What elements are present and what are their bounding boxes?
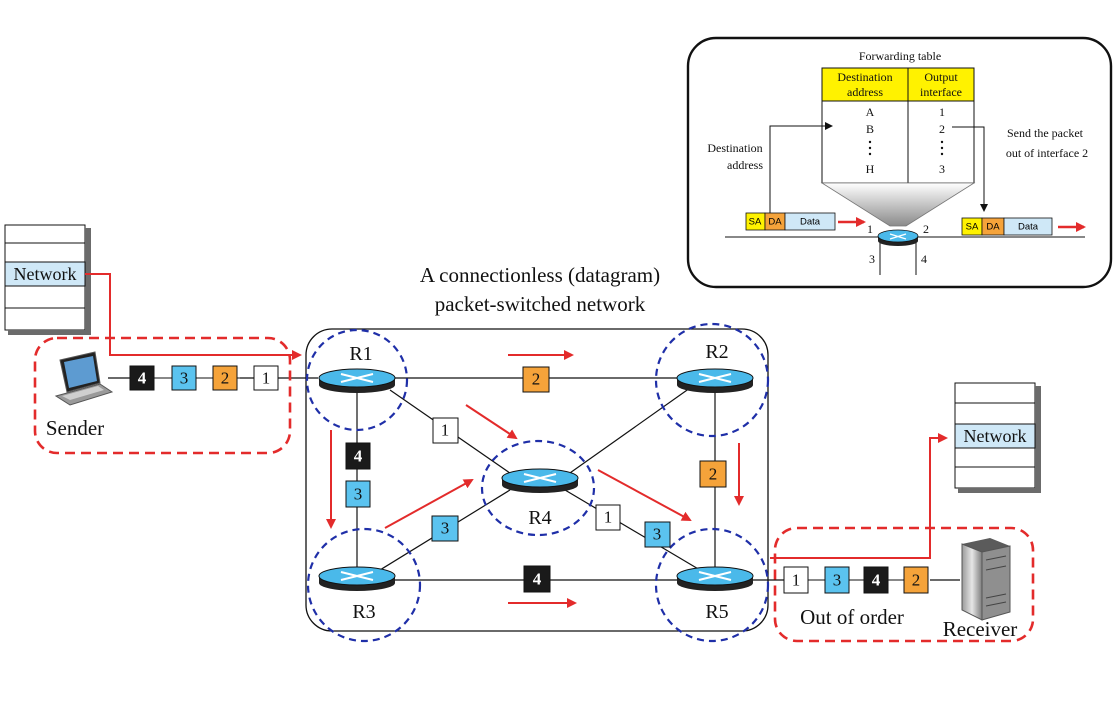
packet-r3-r4: 3	[431, 515, 459, 542]
packet-label: 4	[138, 369, 147, 388]
router-label: R3	[352, 601, 375, 623]
receiver-group: Network Receiver Out of order	[770, 382, 1041, 643]
router-r2[interactable]: R2	[654, 322, 770, 438]
svg-text:4: 4	[354, 447, 363, 466]
router-icon	[877, 229, 919, 246]
sender-network-layer: Network	[14, 264, 77, 284]
svg-text:SA: SA	[966, 222, 979, 233]
router-icon	[698, 373, 732, 383]
router-icon	[698, 571, 732, 581]
outgoing-packet: SA DA Data	[961, 217, 1053, 236]
incoming-packet: SA DA Data	[745, 212, 836, 231]
packet-r4-r5-a: 1	[595, 504, 621, 531]
router-icon	[523, 473, 557, 483]
router-label: R5	[705, 601, 728, 623]
table-row-iface: 2	[939, 122, 945, 136]
table-row-iface: 1	[939, 105, 945, 119]
receiver-label: Receiver	[943, 617, 1018, 641]
sender-group: Network Sender	[4, 224, 302, 455]
svg-text:1: 1	[441, 421, 450, 440]
col-header-dest-line1: Destination	[837, 70, 892, 84]
table-row-dest: B	[866, 122, 874, 136]
router-label: R4	[528, 507, 551, 529]
col-header-iface-line1: Output	[924, 70, 958, 84]
col-header-dest-line2: address	[847, 85, 883, 99]
packet-label: 1	[262, 369, 271, 388]
col-header-iface-line2: interface	[920, 85, 962, 99]
packet-r1-r2: 2	[522, 366, 550, 393]
dest-address-note-line2: address	[727, 158, 763, 172]
svg-text:DA: DA	[986, 222, 1000, 233]
svg-text:2: 2	[532, 370, 541, 389]
direction-arrows	[326, 350, 744, 608]
network-title-line2: packet-switched network	[435, 292, 646, 316]
packet-r3-r5: 4	[523, 565, 551, 593]
out-of-order-label: Out of order	[800, 605, 904, 629]
svg-text:Data: Data	[1018, 222, 1039, 233]
packet-r1-r3-a: 4	[345, 442, 371, 470]
svg-text:3: 3	[833, 571, 842, 590]
svg-text:3: 3	[653, 525, 662, 544]
svg-text:DA: DA	[768, 217, 782, 228]
table-row-iface: 3	[939, 162, 945, 176]
packet-r1-r4: 1	[432, 417, 459, 444]
link-r2-r4	[559, 387, 691, 481]
network-boundary	[305, 328, 769, 632]
forwarding-inset: Forwarding table Destination address Out…	[686, 36, 1113, 289]
router-label: R2	[705, 341, 728, 363]
svg-text:2: 2	[709, 465, 718, 484]
packet-label: 2	[221, 369, 230, 388]
vertical-ellipsis-icon	[868, 140, 944, 156]
svg-text:4: 4	[872, 571, 881, 590]
packet-label: 3	[180, 369, 189, 388]
iface-label: 4	[921, 252, 927, 266]
svg-text:1: 1	[792, 571, 801, 590]
svg-text:Data: Data	[800, 217, 821, 228]
receiver-queue: 1 3 4 2	[783, 566, 929, 594]
table-row-dest: H	[866, 162, 875, 176]
svg-text:4: 4	[533, 570, 542, 589]
server-icon	[961, 538, 1011, 621]
send-packet-note-line1: Send the packet	[1007, 126, 1084, 140]
packet-r1-r3-b: 3	[345, 480, 371, 508]
sender-label: Sender	[46, 416, 104, 440]
dest-address-note-line1: Destination	[707, 141, 762, 155]
svg-text:3: 3	[441, 519, 450, 538]
svg-text:SA: SA	[749, 217, 762, 228]
router-icon	[340, 373, 374, 383]
forwarding-table-title: Forwarding table	[859, 49, 941, 63]
receiver-network-layer: Network	[964, 426, 1027, 446]
router-r5[interactable]: R5	[654, 527, 770, 643]
svg-text:2: 2	[912, 571, 921, 590]
packet-r4-r5-b: 3	[644, 521, 671, 548]
iface-label: 3	[869, 252, 875, 266]
svg-text:3: 3	[354, 485, 363, 504]
iface-label: 1	[867, 222, 873, 236]
sender-queue: 4 3 2 1	[129, 365, 279, 391]
iface-label: 2	[923, 222, 929, 236]
router-r4[interactable]: R4	[480, 439, 596, 537]
packet-r2-r5: 2	[699, 460, 727, 488]
router-label: R1	[349, 343, 372, 365]
network-title-line1: A connectionless (datagram)	[420, 263, 660, 287]
laptop-icon	[54, 351, 114, 406]
router-r1[interactable]: R1	[305, 328, 409, 432]
svg-text:1: 1	[604, 508, 613, 527]
router-r3[interactable]: R3	[306, 527, 422, 643]
table-row-dest: A	[866, 105, 875, 119]
router-icon	[340, 571, 374, 581]
link-r4-r5	[564, 489, 701, 571]
send-packet-note-line2: out of interface 2	[1006, 146, 1088, 160]
